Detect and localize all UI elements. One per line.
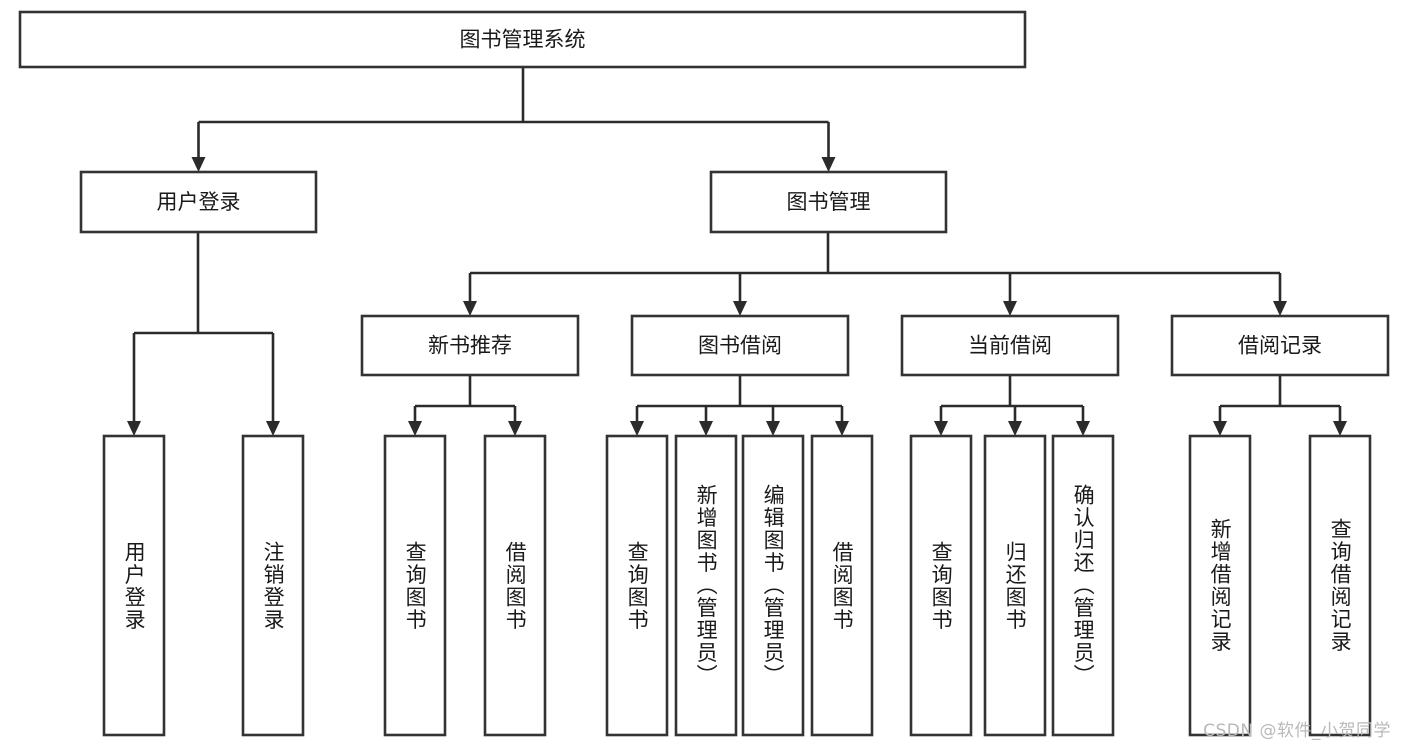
arrow-head-icon — [408, 421, 422, 436]
arrow-head-icon — [463, 301, 477, 316]
node-book-borrow[interactable] — [630, 314, 850, 377]
connectors-layer — [127, 67, 1347, 436]
node-leaf-borrow-book[interactable] — [810, 434, 874, 737]
node-leaf-query-book-cur[interactable] — [909, 434, 973, 737]
arrow-head-icon — [1003, 301, 1017, 316]
node-label: 新书推荐 — [428, 334, 512, 358]
edge-group-book-manage — [463, 232, 1287, 316]
node-box — [1170, 314, 1390, 377]
arrow-head-icon — [508, 421, 522, 436]
node-book-manage[interactable] — [709, 170, 948, 234]
node-leaf-query-book-borrow[interactable] — [605, 434, 669, 737]
edge-group-root — [191, 67, 836, 172]
arrow-head-icon — [127, 421, 141, 436]
node-box — [983, 434, 1047, 737]
node-box — [383, 434, 447, 737]
node-box — [1308, 434, 1372, 737]
node-box — [741, 434, 805, 737]
arrow-head-icon — [766, 421, 780, 436]
arrow-head-icon — [1076, 421, 1090, 436]
arrow-head-icon — [1333, 421, 1347, 436]
node-root[interactable] — [18, 10, 1027, 69]
node-leaf-confirm-return[interactable] — [1051, 434, 1115, 737]
node-box — [630, 314, 850, 377]
node-boxes-layer — [18, 10, 1390, 737]
node-label: 当前借阅 — [968, 334, 1052, 358]
arrow-head-icon — [630, 421, 644, 436]
node-box — [1188, 434, 1252, 737]
arrow-head-icon — [821, 157, 836, 172]
arrow-head-icon — [191, 157, 206, 172]
edge-group-new-book-recommend — [408, 375, 522, 436]
node-user-login[interactable] — [79, 170, 318, 234]
node-label: 用户登录 — [157, 190, 241, 214]
arrow-head-icon — [835, 421, 849, 436]
arrow-head-icon — [1213, 421, 1227, 436]
node-box — [79, 170, 318, 234]
node-box — [810, 434, 874, 737]
arrow-head-icon — [699, 421, 713, 436]
node-leaf-borrow-book-rec[interactable] — [483, 434, 547, 737]
edge-group-book-borrow — [630, 375, 849, 436]
watermark-text: CSDN @软件_小贺同学 — [1203, 721, 1391, 741]
node-box — [102, 434, 166, 737]
node-box — [709, 170, 948, 234]
node-label: 图书管理系统 — [460, 28, 586, 52]
node-box — [360, 314, 580, 377]
node-borrow-record[interactable] — [1170, 314, 1390, 377]
arrow-head-icon — [733, 301, 747, 316]
node-label: 图书借阅 — [698, 334, 782, 358]
node-box — [18, 10, 1027, 69]
node-box — [483, 434, 547, 737]
arrow-head-icon — [1273, 301, 1287, 316]
node-new-book-recommend[interactable] — [360, 314, 580, 377]
node-leaf-logout[interactable] — [241, 434, 305, 737]
edge-group-borrow-record — [1213, 375, 1347, 436]
arrow-head-icon — [1008, 421, 1022, 436]
node-leaf-query-record[interactable] — [1308, 434, 1372, 737]
node-box — [605, 434, 669, 737]
arrow-head-icon — [934, 421, 948, 436]
node-leaf-edit-book[interactable] — [741, 434, 805, 737]
node-leaf-user-login[interactable] — [102, 434, 166, 737]
edge-group-user-login — [127, 232, 280, 436]
node-leaf-add-record[interactable] — [1188, 434, 1252, 737]
node-label: 借阅记录 — [1238, 334, 1322, 358]
node-box — [1051, 434, 1115, 737]
node-box — [241, 434, 305, 737]
edge-group-current-borrow — [934, 375, 1090, 436]
node-box — [900, 314, 1120, 377]
node-leaf-query-book-rec[interactable] — [383, 434, 447, 737]
node-current-borrow[interactable] — [900, 314, 1120, 377]
node-leaf-add-book[interactable] — [674, 434, 738, 737]
node-box — [909, 434, 973, 737]
arrow-head-icon — [266, 421, 280, 436]
node-label: 图书管理 — [787, 190, 871, 214]
node-leaf-return-book[interactable] — [983, 434, 1047, 737]
node-box — [674, 434, 738, 737]
